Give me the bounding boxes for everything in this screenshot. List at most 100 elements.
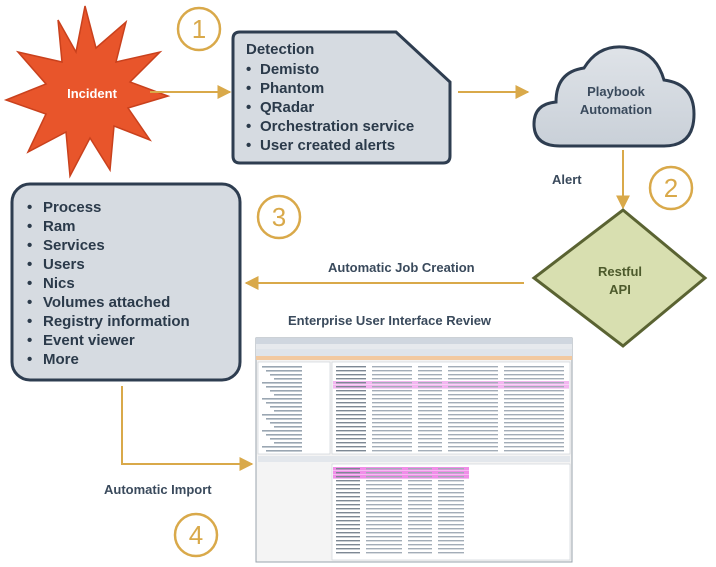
step-3-number: 3	[272, 202, 286, 232]
tree-node-line	[274, 442, 302, 444]
table-row-cell	[448, 394, 498, 396]
lower-row-cell	[408, 480, 432, 482]
table-row-cell	[336, 414, 366, 416]
lower-row-cell	[366, 492, 402, 494]
collect-item: More	[43, 351, 79, 368]
table-row-cell	[504, 430, 564, 432]
lower-row-cell	[438, 532, 464, 534]
table-row-cell	[448, 370, 498, 372]
lower-row-cell	[408, 512, 432, 514]
table-row-cell	[336, 442, 366, 444]
incident-label: Incident	[67, 86, 118, 101]
table-row-cell	[418, 430, 442, 432]
table-row-cell	[336, 394, 366, 396]
lower-row-cell	[336, 504, 360, 506]
ui-review-label: Enterprise User Interface Review	[288, 313, 492, 328]
tree-node-line	[262, 398, 302, 400]
collect-bullet: •	[27, 351, 32, 368]
lower-row-cell	[408, 552, 432, 554]
detection-item: User created alerts	[260, 137, 395, 154]
table-row-cell	[336, 446, 366, 448]
lower-row-cell	[408, 548, 432, 550]
table-row-cell	[372, 426, 412, 428]
lower-row-cell	[438, 548, 464, 550]
table-row-cell	[504, 402, 564, 404]
table-row-cell	[448, 418, 498, 420]
table-row-cell	[504, 374, 564, 376]
tree-node-line	[266, 386, 302, 388]
tree-node-line	[274, 426, 302, 428]
screenshot-lower-rows	[333, 467, 469, 554]
table-row-cell	[504, 434, 564, 436]
table-row-cell	[372, 406, 412, 408]
lower-row-cell	[408, 544, 432, 546]
table-row-cell	[372, 398, 412, 400]
table-row-cell	[418, 378, 442, 380]
table-row-cell	[418, 370, 442, 372]
table-row-cell	[504, 378, 564, 380]
step-4-circle	[173, 512, 219, 558]
table-row-cell	[372, 442, 412, 444]
table-row-cell	[372, 414, 412, 416]
lower-row-cell	[336, 468, 360, 470]
table-row-cell	[372, 390, 412, 392]
lower-row-cell	[408, 508, 432, 510]
restful-api-diamond	[531, 208, 708, 348]
table-row-cell	[336, 450, 366, 452]
tree-node-line	[274, 378, 302, 380]
table-row-cell	[336, 418, 366, 420]
table-row-cell	[504, 422, 564, 424]
table-row-cell	[418, 402, 442, 404]
detection-title: Detection	[246, 41, 314, 58]
lower-row-cell	[336, 516, 360, 518]
table-row-cell	[336, 370, 366, 372]
table-row-cell	[372, 382, 412, 384]
detection-bullet: •	[246, 137, 251, 154]
lower-row-cell	[366, 524, 402, 526]
table-row-cell	[418, 386, 442, 388]
lower-row-cell	[366, 472, 402, 474]
lower-row-cell	[336, 520, 360, 522]
api-label-line2: API	[609, 282, 631, 297]
screenshot-toolbar	[256, 349, 572, 356]
table-row-cell	[418, 414, 442, 416]
lower-row-cell	[336, 532, 360, 534]
job-creation-label: Automatic Job Creation	[328, 260, 475, 275]
lower-row-cell	[336, 476, 360, 478]
lower-row-cell	[438, 524, 464, 526]
table-row-cell	[504, 410, 564, 412]
collect-item: Registry information	[43, 313, 190, 330]
table-row-cell	[372, 430, 412, 432]
playbook-cloud	[532, 45, 696, 148]
screenshot-table-pane	[331, 361, 571, 455]
step-1-number: 1	[192, 14, 206, 44]
tree-node-line	[270, 374, 302, 376]
table-row-cell	[504, 394, 564, 396]
lower-row-cell	[438, 488, 464, 490]
table-row-cell	[448, 430, 498, 432]
lower-row-cell	[366, 520, 402, 522]
table-row-cell	[448, 450, 498, 452]
collect-bullet: •	[27, 256, 32, 273]
table-row-cell	[336, 402, 366, 404]
table-row-cell	[336, 374, 366, 376]
table-row-cell	[372, 422, 412, 424]
table-row-cell	[372, 386, 412, 388]
lower-row-cell	[438, 516, 464, 518]
collect-item: Event viewer	[43, 332, 135, 349]
table-row-cell	[504, 450, 564, 452]
tree-node-line	[274, 410, 302, 412]
lower-row-cell	[438, 512, 464, 514]
lower-row-cell	[408, 496, 432, 498]
table-row-cell	[448, 442, 498, 444]
table-row-cell	[372, 378, 412, 380]
table-row-cell	[372, 370, 412, 372]
screenshot-titlebar	[256, 338, 572, 344]
collect-item: Services	[43, 237, 105, 254]
collect-item: Nics	[43, 275, 75, 292]
table-row-cell	[504, 418, 564, 420]
lower-row-cell	[336, 484, 360, 486]
lower-row-cell	[336, 540, 360, 542]
detection-item: Orchestration service	[260, 118, 414, 135]
tree-node-line	[270, 406, 302, 408]
